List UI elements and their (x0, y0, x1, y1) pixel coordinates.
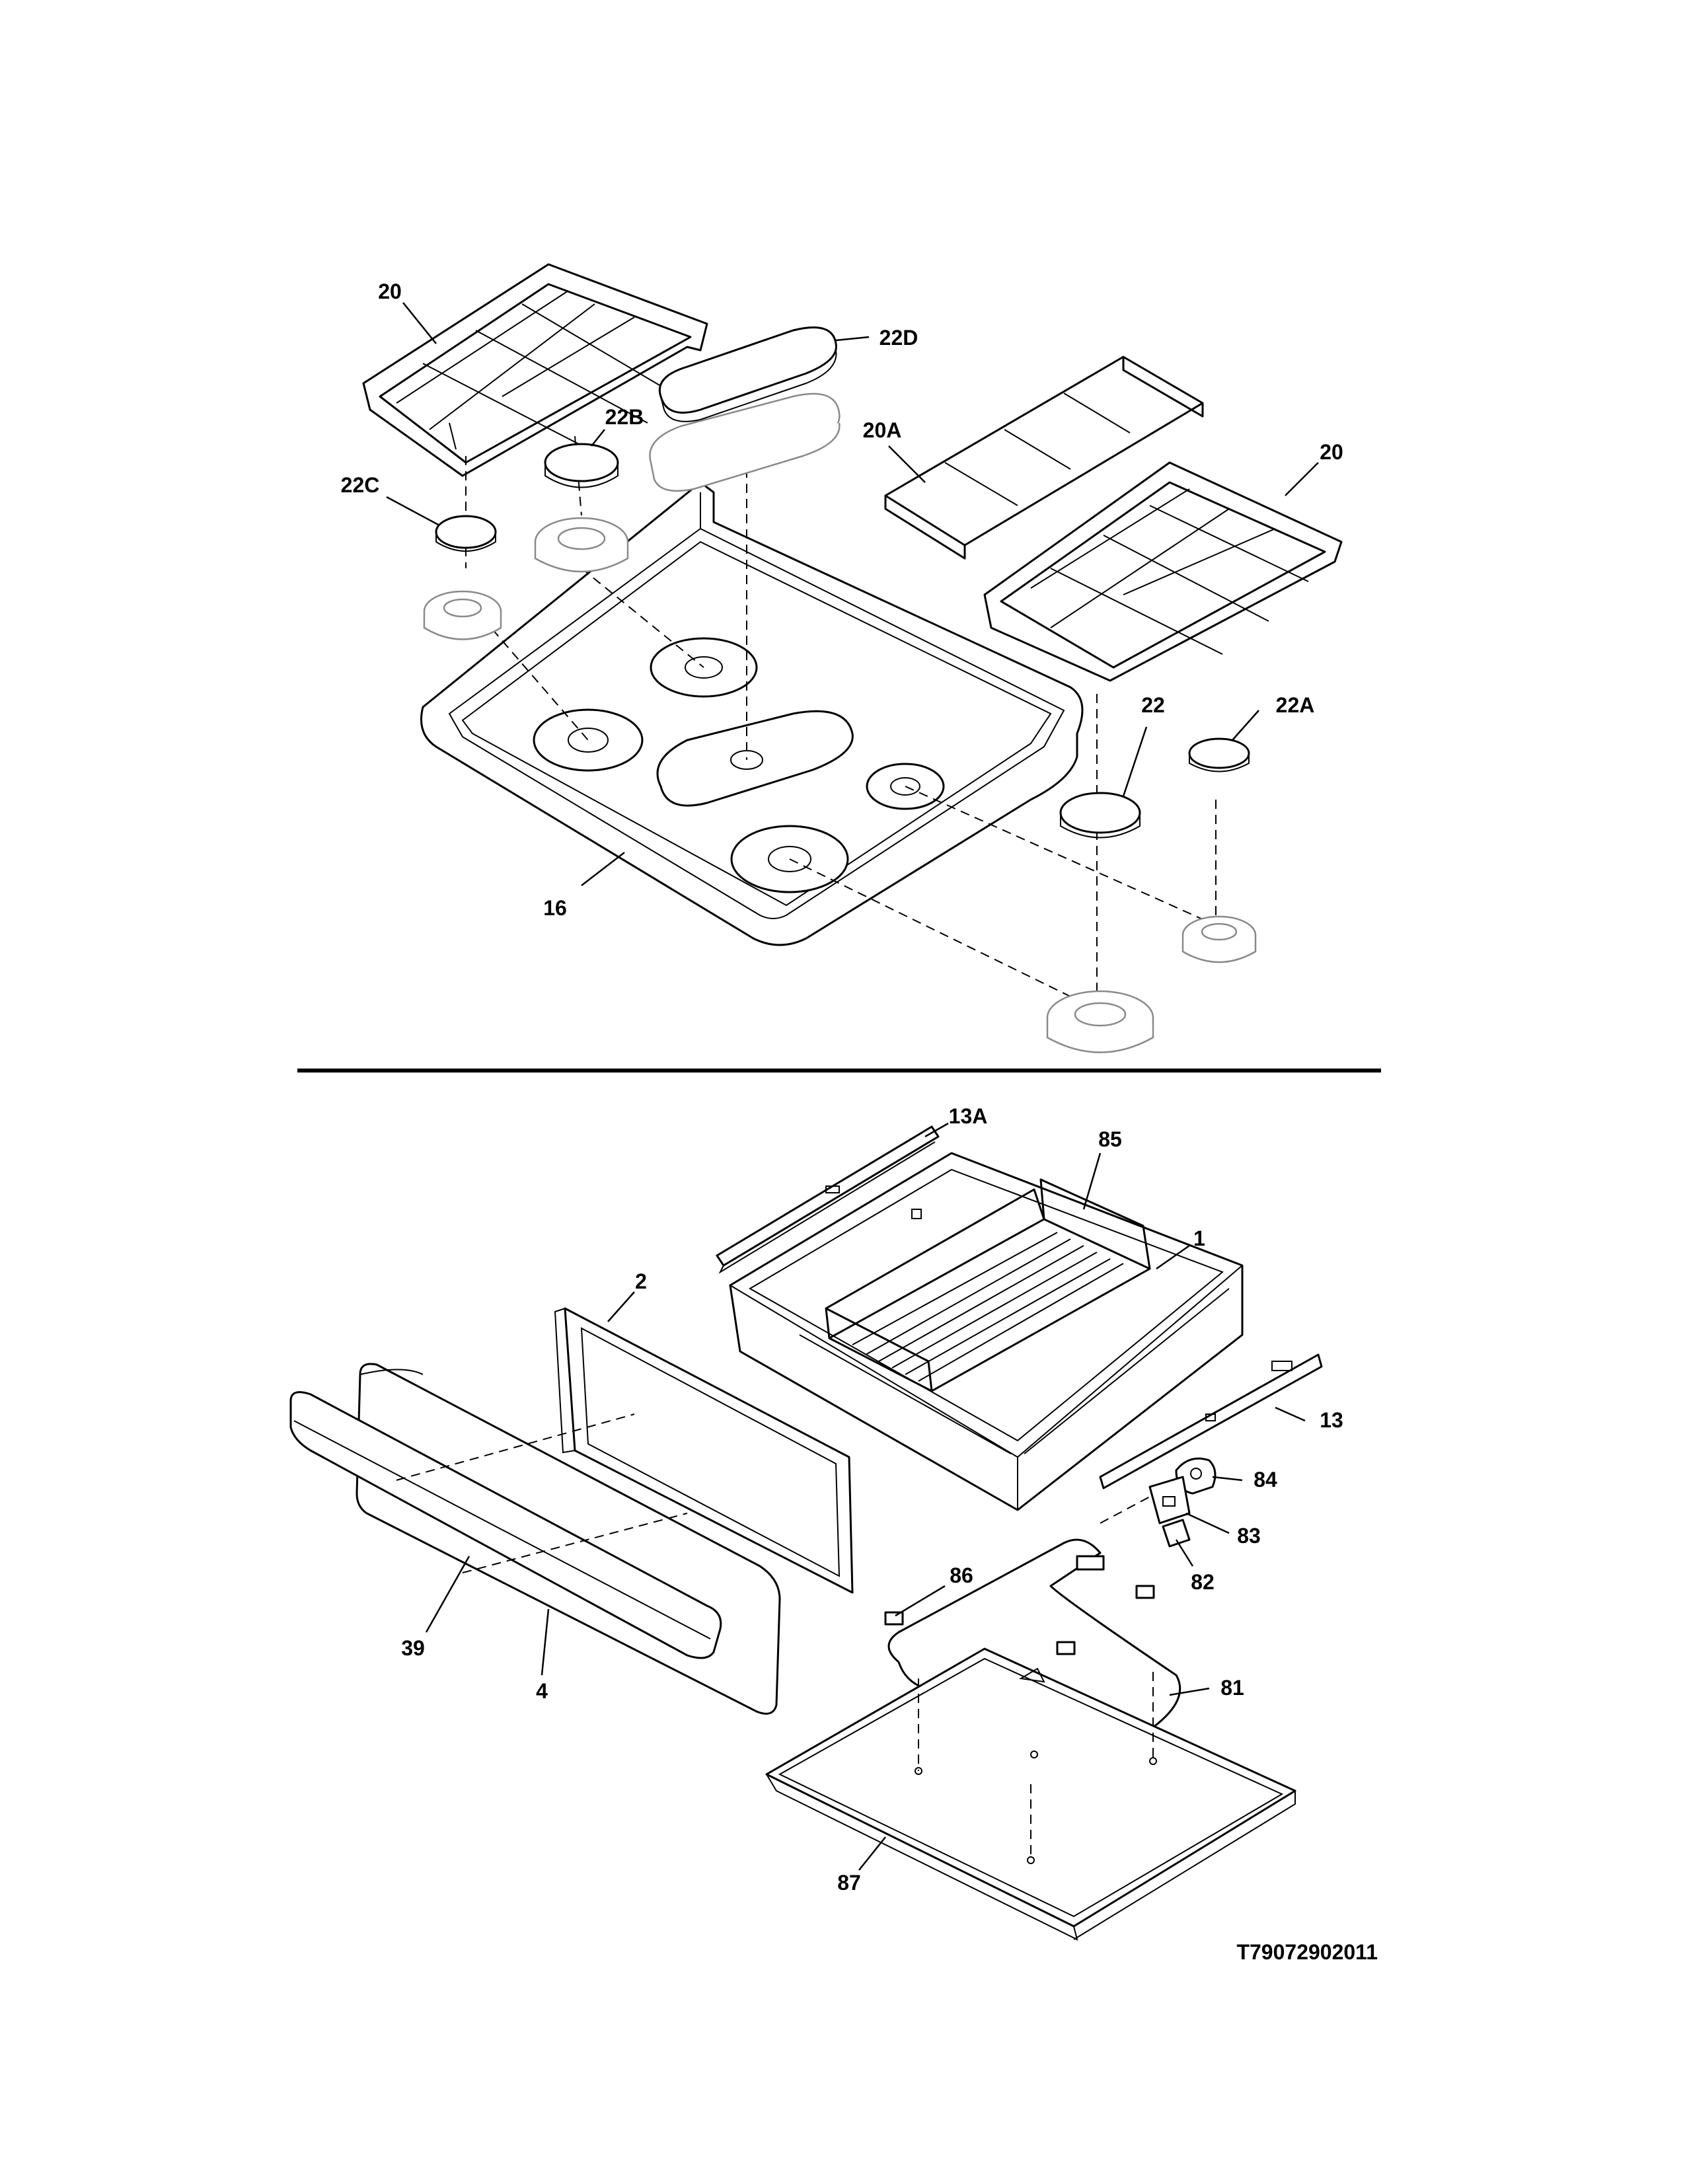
cooktop-assembly: 20 22D 22B 22C 20A 20 22 22A 16 (341, 263, 1343, 1053)
callout-16: 16 (543, 896, 567, 920)
grate-20-right (983, 461, 1343, 682)
oval-burner-base-ghost (649, 393, 841, 492)
burner-recess-left (533, 708, 644, 772)
callout-20-right: 20 (1320, 440, 1343, 464)
callout-22B: 22B (605, 405, 644, 429)
callout-22A: 22A (1276, 693, 1315, 717)
callout-85: 85 (1098, 1127, 1122, 1151)
part-82 (1162, 1519, 1191, 1548)
callout-2: 2 (635, 1269, 647, 1293)
callout-87: 87 (837, 1871, 861, 1895)
grate-20-left (362, 263, 708, 477)
callout-81: 81 (1220, 1676, 1244, 1700)
callout-83: 83 (1237, 1524, 1261, 1548)
diagram-code: T79072902011 (1236, 1940, 1378, 1964)
broiler-drawer-assembly: 13A 85 1 2 13 84 83 82 86 39 4 81 87 (289, 1104, 1343, 1941)
callout-20-left: 20 (378, 280, 402, 303)
burner-cap-22 (1059, 792, 1141, 839)
assembly-guide-lines-bottom (396, 1413, 1154, 1860)
callout-22D: 22D (880, 326, 918, 350)
callout-86: 86 (950, 1563, 973, 1587)
callout-13: 13 (1320, 1408, 1343, 1432)
burner-base-ghost-22A (1181, 915, 1257, 963)
rack-85 (825, 1178, 1151, 1392)
callout-20A: 20A (863, 418, 902, 442)
callout-82: 82 (1191, 1570, 1215, 1594)
burner-cap-22D (659, 326, 837, 422)
drawer-handle-39 (289, 1391, 722, 1659)
callout-4: 4 (536, 1679, 548, 1703)
clips-86 (884, 1585, 1155, 1655)
burner-base-ghost-22 (1046, 990, 1154, 1053)
callout-1: 1 (1193, 1226, 1205, 1250)
burner-base-ghost-22B (534, 517, 629, 573)
burner-base-ghost-22C (423, 590, 502, 640)
callout-84: 84 (1254, 1468, 1277, 1491)
callout-22: 22 (1141, 693, 1165, 717)
bracket-83 (1148, 1476, 1191, 1525)
assembly-guide-lines-top (462, 423, 1217, 1012)
bottom-panel-87 (765, 1647, 1296, 1941)
callout-13A: 13A (949, 1104, 988, 1128)
grate-20A-center (884, 356, 1204, 560)
cooktop-part-16 (420, 481, 1084, 946)
callout-39: 39 (401, 1636, 425, 1660)
callout-22C: 22C (341, 473, 380, 497)
leader-lines-top (386, 302, 1319, 886)
slide-rail-13 (1099, 1353, 1323, 1489)
burner-cap-22C (435, 515, 497, 552)
burner-cap-22A (1188, 737, 1250, 772)
slide-rail-13A (716, 1125, 940, 1274)
leader-lines-bottom (425, 1122, 1306, 1871)
inner-door-panel-2 (554, 1307, 854, 1594)
burner-cap-22B (544, 443, 619, 488)
